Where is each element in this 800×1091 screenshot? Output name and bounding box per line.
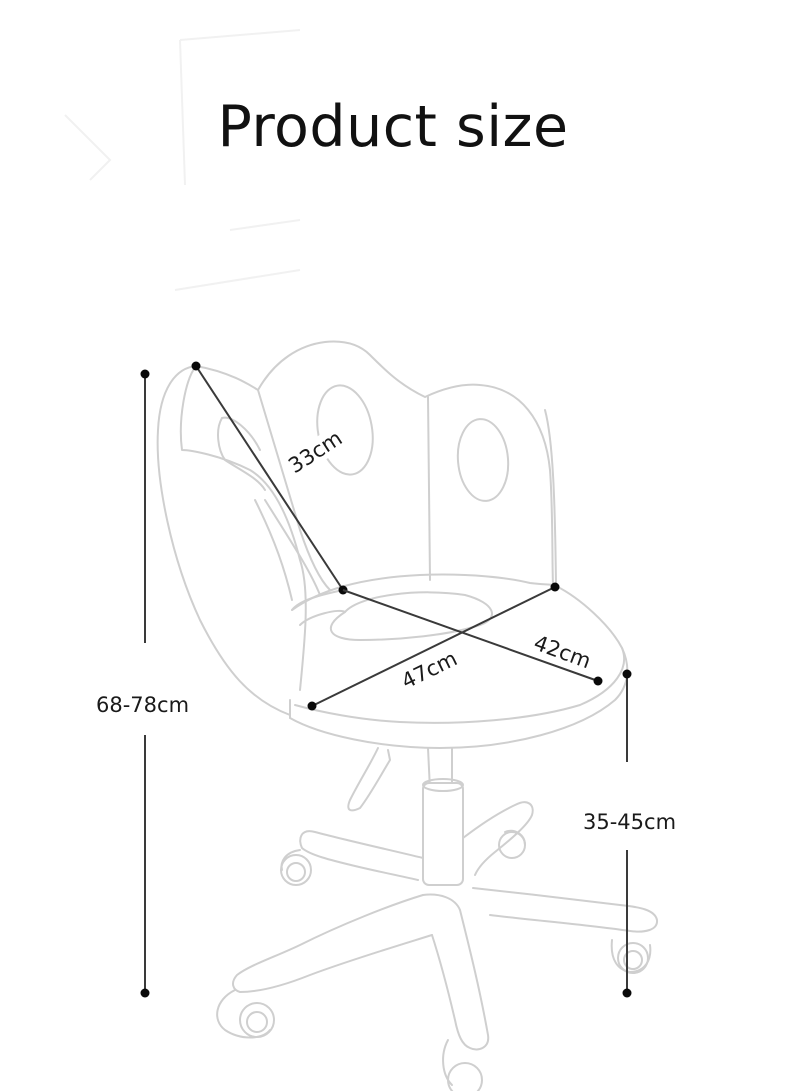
base-leg-back-left (299, 830, 424, 881)
seat-height-label: 35-45cm (583, 810, 677, 834)
caster-left (216, 989, 275, 1039)
background-ghost-shapes (64, 29, 301, 291)
seat-cushion (330, 591, 493, 641)
seat-depth-dimension (342, 589, 603, 686)
caster-back-left (280, 849, 312, 886)
backrest-left-wing (156, 365, 291, 716)
base-leg-right (472, 887, 659, 933)
backrest-height-dimension (191, 361, 348, 595)
overall-height-dimension (140, 369, 150, 998)
base-leg-back-right (462, 801, 534, 876)
caster-back-right (498, 829, 526, 859)
base-leg-left (232, 894, 433, 993)
base-leg-front (422, 893, 490, 1051)
page-title: Product size (217, 94, 569, 160)
gas-lift-cylinder (422, 782, 464, 886)
backrest-hole-left (316, 384, 374, 476)
backrest-center (195, 340, 554, 586)
caster-right (610, 939, 652, 974)
seat-width-dimension (307, 582, 560, 711)
seat-top (291, 573, 626, 724)
seat-front-edge (289, 647, 629, 749)
caster-front (442, 1039, 483, 1091)
adjust-lever (347, 747, 391, 812)
backrest-hole-right (456, 418, 510, 502)
chair-illustration (156, 340, 659, 1091)
seat-height-dimension (622, 669, 632, 998)
overall-height-label: 68-78cm (96, 693, 190, 717)
